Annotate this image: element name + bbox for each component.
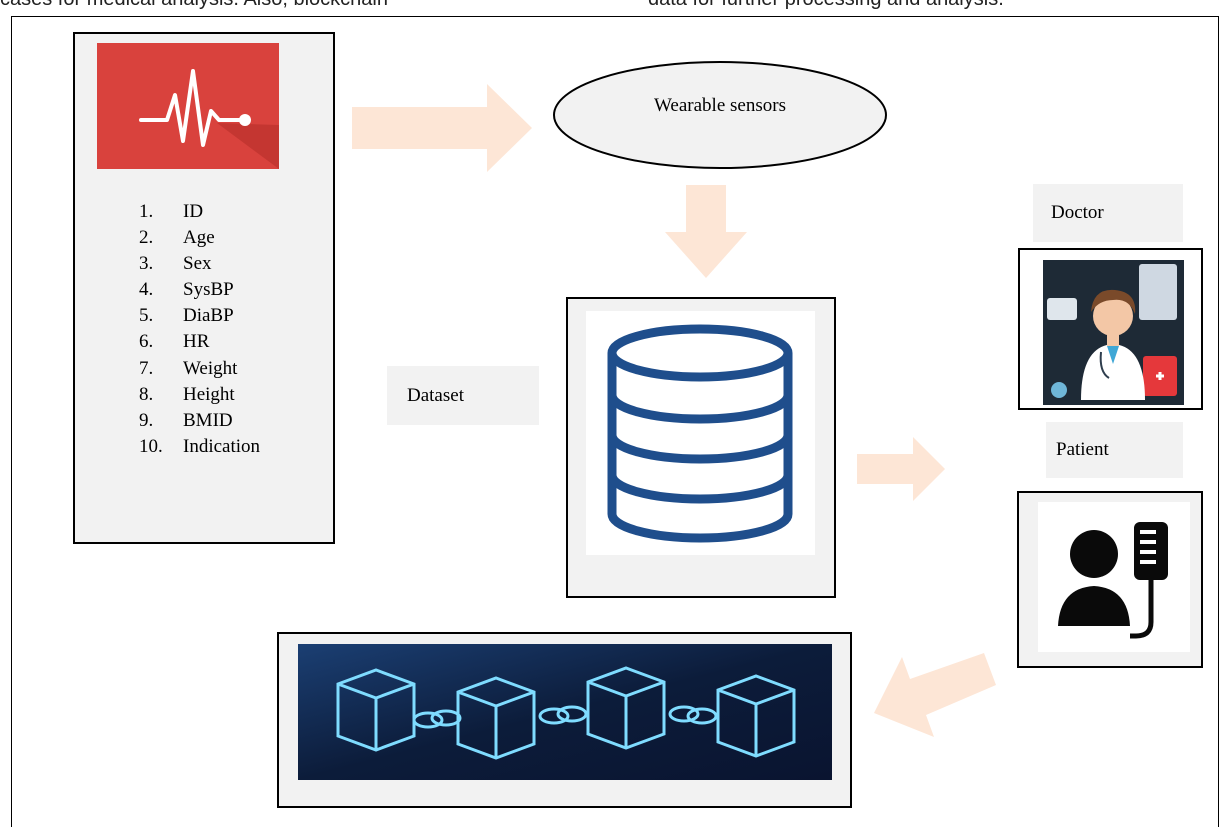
blockchain-icon <box>298 644 832 780</box>
list-item: 3.Sex <box>139 253 212 275</box>
list-item: 10.Indication <box>139 435 261 457</box>
doctor-label: Doctor <box>1033 184 1183 242</box>
heartbeat-tile <box>97 43 279 169</box>
wearable-sensors-label: Wearable sensors <box>654 95 786 116</box>
figure-frame <box>11 16 1219 827</box>
patient-label: Patient <box>1046 422 1183 478</box>
heartbeat-icon <box>139 69 279 169</box>
arrow-record-to-sensors <box>352 84 532 172</box>
arrow-database-to-patient <box>857 437 945 501</box>
list-item: 2.Age <box>139 227 215 249</box>
dataset-label: Dataset <box>387 366 539 425</box>
list-item: 9.BMID <box>139 409 233 431</box>
list-item: 7.Weight <box>139 357 238 379</box>
list-item: 5.DiaBP <box>139 305 234 327</box>
arrow-patient-to-blockchain <box>874 653 996 737</box>
list-item: 8.Height <box>139 383 235 405</box>
database-tile <box>586 311 815 555</box>
wearable-sensors-node <box>553 61 887 169</box>
header-fragment-right: data for further processing and analysis… <box>648 0 1004 11</box>
record-field-list: 1.ID 2.Age 3.Sex 4.SysBP 5.DiaBP 6.HR 7.… <box>139 199 260 460</box>
list-item: 1.ID <box>139 201 204 222</box>
list-item: 4.SysBP <box>139 279 234 301</box>
header-fragment-left: cases for medical analysis. Also, blockc… <box>0 0 388 11</box>
arrow-sensors-to-database <box>665 185 747 278</box>
blockchain-tile <box>298 644 832 780</box>
list-item: 6.HR <box>139 331 210 353</box>
doctor-tile <box>1043 260 1184 405</box>
patient-tile <box>1038 502 1190 652</box>
database-icon <box>607 324 793 543</box>
doctor-icon <box>1047 264 1177 400</box>
patient-iv-icon <box>1058 522 1168 639</box>
